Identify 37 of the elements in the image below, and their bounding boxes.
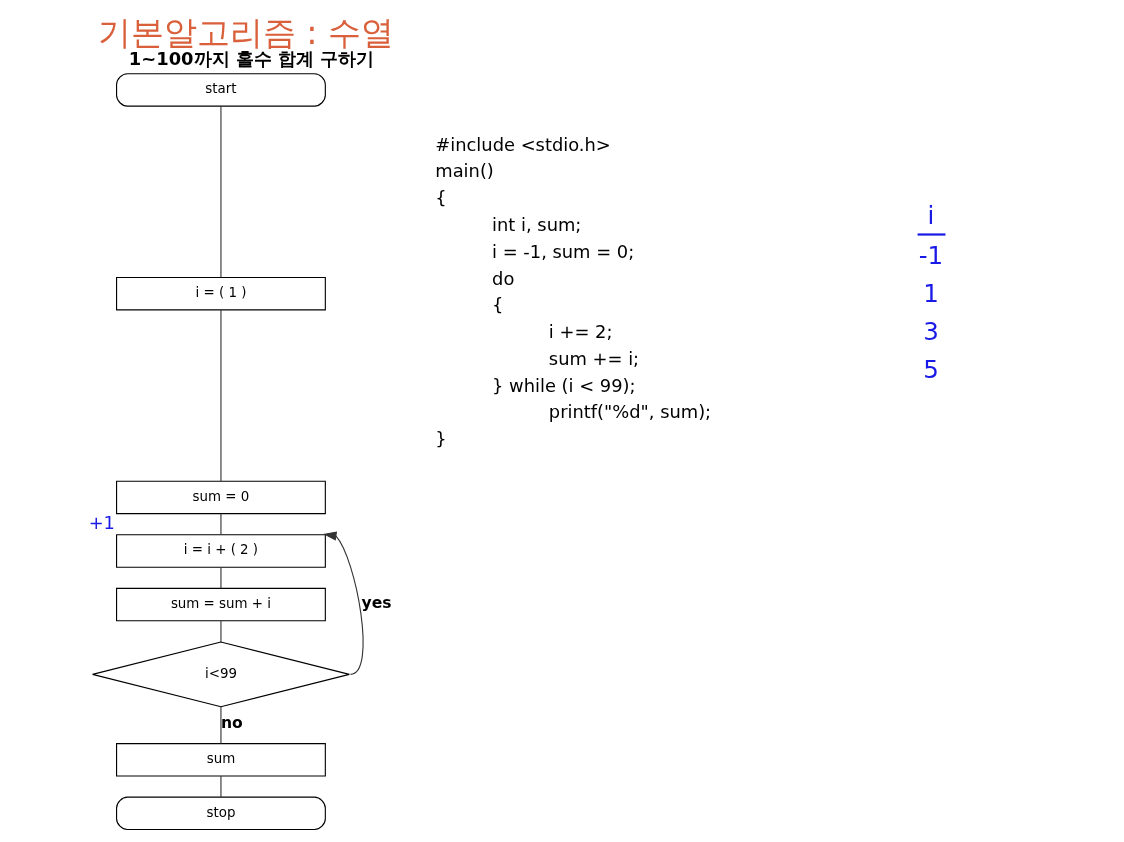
diagram-title: 기본알고리즘 : 수열 [97, 12, 395, 52]
label: printf("%d", sum); [548, 400, 712, 422]
connector [220, 619, 222, 643]
arrow [323, 530, 364, 675]
node-box: i = ( 1 ) [116, 276, 326, 310]
node-box: stop [116, 796, 326, 830]
node-box: sum = sum + i [116, 587, 326, 621]
label: { [435, 186, 447, 208]
label: main() [435, 159, 494, 181]
edge-label: yes [361, 593, 392, 612]
node-box: start [116, 72, 326, 107]
label: { [492, 293, 504, 315]
node-diamond: i<99 [92, 640, 350, 707]
edge-label: no [220, 713, 243, 732]
connector [220, 705, 222, 744]
label: sum += i; [548, 347, 640, 369]
node-box: i = i + ( 2 ) [116, 533, 326, 568]
connector [220, 105, 222, 278]
connector [220, 774, 222, 798]
label: int i, sum; [492, 213, 582, 235]
label: i += 2; [548, 320, 613, 342]
label: i [927, 200, 935, 230]
node-box: sum = 0 [116, 480, 326, 514]
label: i = -1, sum = 0; [492, 240, 635, 262]
connector [220, 512, 222, 535]
connector [220, 566, 222, 589]
label: } while (i < 99); [492, 374, 636, 396]
node-label: +1 [88, 511, 115, 533]
label: 5 [923, 354, 939, 384]
label: 3 [923, 316, 939, 346]
label: #include <stdio.h> [435, 133, 611, 155]
label: -1 [918, 240, 944, 270]
label: } [435, 427, 447, 449]
connector [220, 308, 222, 482]
node-box: sum [116, 742, 326, 776]
label: 1 [923, 278, 939, 308]
label: do [492, 267, 515, 289]
